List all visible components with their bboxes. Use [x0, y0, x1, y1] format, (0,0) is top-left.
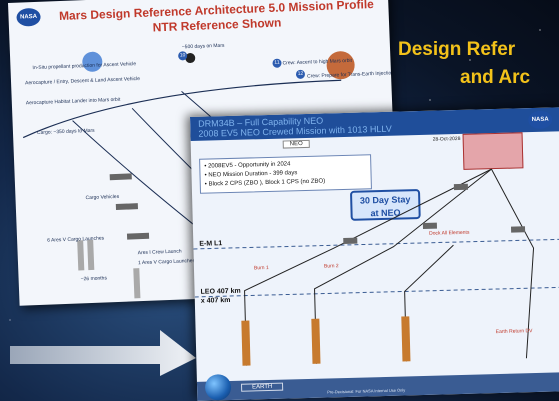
- earth-return-label: Earth Return DV: [495, 328, 533, 336]
- dock-label: Dock All Elements: [429, 229, 470, 237]
- burn1-label: Burn 1: [253, 264, 269, 272]
- neo-mission-slide: DRM34B – Full Capability NEO 2008 EV5 NE…: [190, 107, 559, 401]
- cargo-vehicles-label: Cargo Vehicles: [85, 193, 120, 202]
- leo-level-label-2: x 407 km: [200, 297, 231, 305]
- burn2-label: Burn 2: [323, 263, 339, 270]
- mission-flow-diagram: [193, 168, 559, 366]
- page-title: Design Refer and Arc: [398, 39, 531, 88]
- earth-label: EARTH: [241, 382, 284, 392]
- leo-level-label: LEO 407 km: [200, 287, 241, 296]
- eml1-level-label: E-M L1: [199, 240, 223, 248]
- transition-arrow-icon: [10, 330, 196, 376]
- months-label: ~26 months: [80, 275, 108, 283]
